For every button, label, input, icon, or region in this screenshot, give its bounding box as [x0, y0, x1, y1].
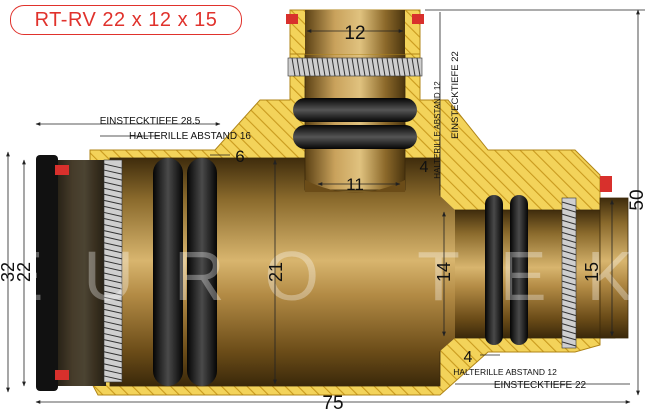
left-seal-red-bottom [55, 370, 69, 380]
right-o-ring-1 [485, 195, 503, 345]
dim-right-outer: 15 [582, 262, 602, 282]
dimension-lines [6, 9, 645, 404]
dim-left-outer: 32 [0, 262, 18, 282]
dim-halterille-top: HALTERILLE ABSTAND 12 [433, 81, 442, 179]
dim-groove-left: 6 [235, 147, 244, 166]
branch-bottom [305, 180, 405, 193]
dim-height-total: 50 [627, 189, 648, 210]
dim-length-total: 75 [322, 393, 343, 410]
dim-halterille-left: HALTERILLE ABSTAND 16 [129, 131, 251, 142]
top-clip-teeth [291, 57, 421, 77]
dim-groove-right: 4 [464, 349, 473, 366]
dim-groove-top: 4 [420, 159, 429, 176]
left-o-ring-2 [187, 158, 217, 386]
right-o-ring-2 [510, 195, 528, 345]
left-clip-teeth [103, 163, 123, 381]
right-clip-teeth [561, 201, 577, 347]
right-cap [599, 197, 629, 339]
left-o-ring-1 [153, 158, 183, 386]
diagram-title: RT-RV 22 x 12 x 15 [34, 8, 218, 31]
dim-einstecktiefe-left: EINSTECKTIEFE 28.5 [100, 116, 201, 127]
left-cap [36, 155, 58, 391]
bore-transition [400, 158, 455, 386]
dim-main-bore: 21 [266, 262, 286, 282]
dim-left-inner: 22 [14, 262, 34, 282]
dim-reduce-bore: 14 [434, 262, 454, 282]
right-seal-red-top [600, 176, 612, 192]
title-badge: RT-RV 22 x 12 x 15 [10, 5, 242, 35]
top-seal-red-right [412, 14, 424, 24]
dim-halterille-right: HALTERILLE ABSTAND 12 [453, 367, 557, 377]
top-o-ring-1 [293, 98, 417, 122]
dim-branch-bore: 11 [346, 175, 364, 194]
watermark-text: EURO TEK [0, 237, 650, 315]
dim-einstecktiefe-right: EINSTECKTIEFE 22 [494, 380, 587, 391]
left-seal-red-top [55, 165, 69, 175]
top-o-ring-2 [293, 125, 417, 149]
dim-top-inner: 12 [344, 23, 365, 44]
dim-einstecktiefe-top: EINSTECKTIEFE 22 [450, 51, 461, 139]
top-seal-red-left [286, 14, 298, 24]
